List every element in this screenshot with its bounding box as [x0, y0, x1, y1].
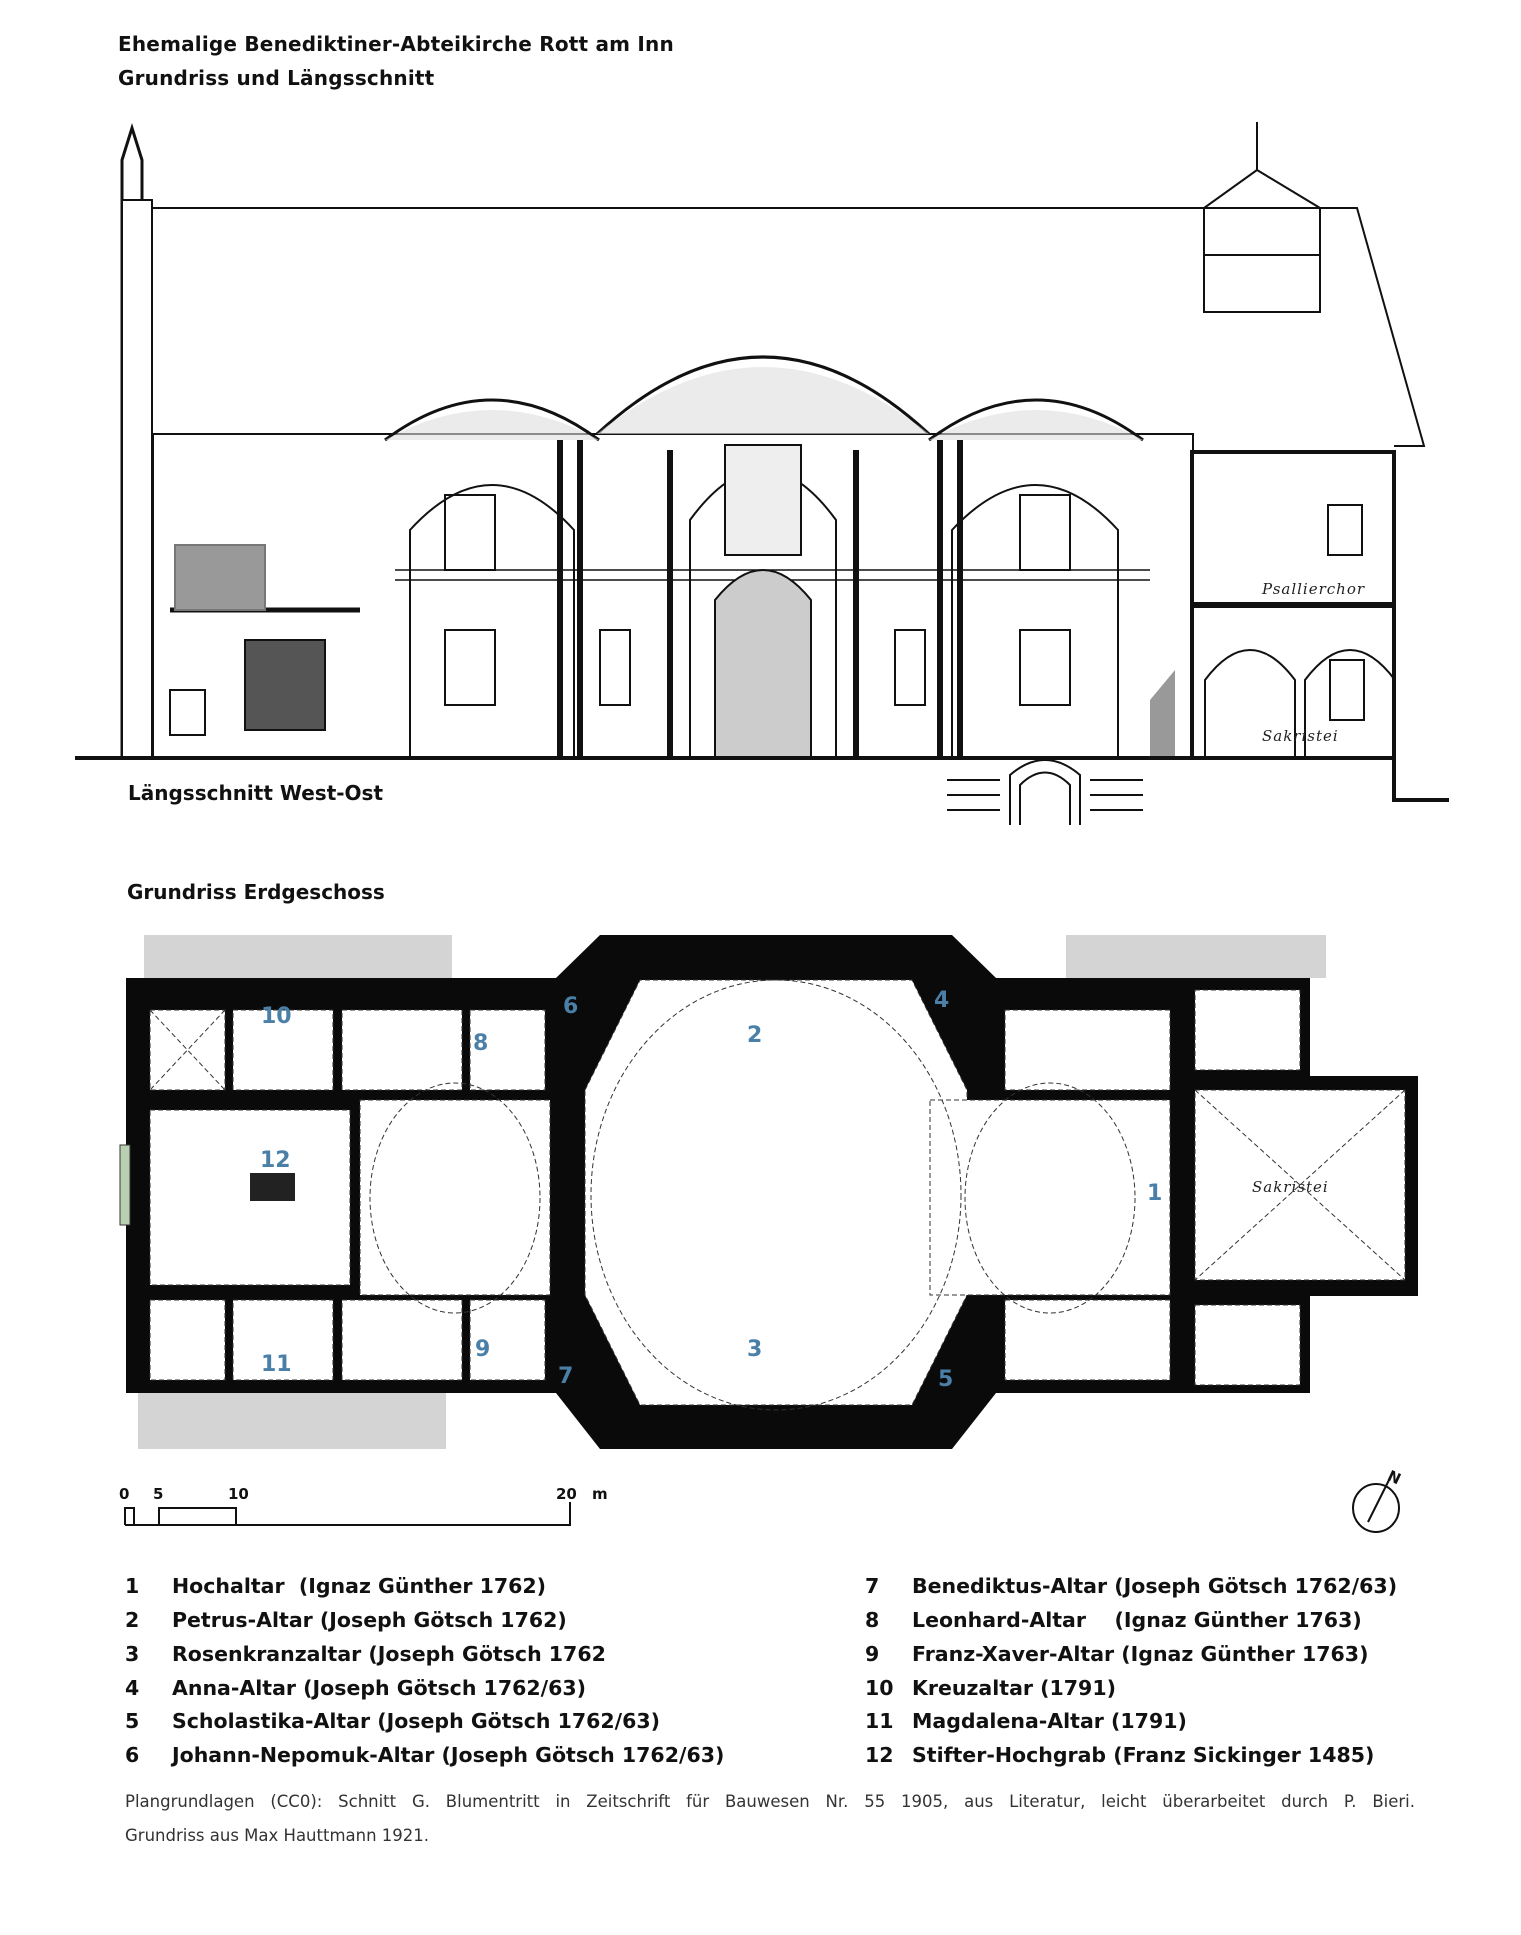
scale-tick-10: 10	[228, 1485, 249, 1503]
marker-8: 8	[473, 1031, 488, 1056]
legend-number: 2	[125, 1608, 140, 1632]
psallierchor-label: Psallierchor	[1261, 580, 1365, 598]
drawing-title: Ehemalige Benediktiner-Abteikirche Rott …	[118, 32, 674, 56]
legend-number: 10	[865, 1676, 894, 1700]
legend-number: 7	[865, 1574, 880, 1598]
longitudinal-section-drawing: Psallierchor Sakristei	[75, 122, 1449, 825]
legend-text: Kreuzaltar (1791)	[912, 1676, 1116, 1700]
marker-11: 11	[261, 1352, 292, 1377]
legend-number: 12	[865, 1743, 894, 1767]
legend-number: 1	[125, 1574, 140, 1598]
legend-text: Magdalena-Altar (1791)	[912, 1709, 1187, 1733]
central-dome	[595, 355, 931, 436]
plan-caption: Grundriss Erdgeschoss	[127, 880, 385, 904]
sakristei-section-label: Sakristei	[1262, 727, 1339, 745]
marker-10: 10	[261, 1004, 292, 1029]
legend-text: Hochaltar (Ignaz Günther 1762)	[172, 1574, 547, 1598]
scale-tick-5: 5	[153, 1485, 163, 1503]
section-caption: Längsschnitt West-Ost	[128, 781, 384, 805]
marker-3: 3	[747, 1337, 762, 1362]
legend-text: Anna-Altar (Joseph Götsch 1762/63)	[172, 1676, 586, 1700]
scale-bar: 0 5 10 20 m	[119, 1485, 608, 1526]
scale-tick-0: 0	[119, 1485, 129, 1503]
legend-text: Scholastika-Altar (Joseph Götsch 1762/63…	[172, 1709, 661, 1733]
marker-5: 5	[938, 1367, 953, 1392]
marker-9: 9	[475, 1337, 490, 1362]
legend-number: 8	[865, 1608, 880, 1632]
marker-12: 12	[260, 1148, 291, 1173]
credits-line-2: Grundriss aus Max Hauttmann 1921.	[125, 1826, 430, 1845]
ground-plan-drawing: 1 2 3 4 5 6 7 8 9 10 11 12 Sakristei 0 5…	[119, 935, 1418, 1533]
legend-text: Franz-Xaver-Altar (Ignaz Günther 1763)	[912, 1642, 1369, 1666]
marker-4: 4	[934, 988, 949, 1013]
marker-1: 1	[1147, 1181, 1162, 1206]
ground-line	[75, 756, 1449, 802]
legend-number: 6	[125, 1743, 140, 1767]
legend-number: 11	[865, 1709, 894, 1733]
roof-turret	[1203, 122, 1321, 313]
legend-number: 3	[125, 1642, 140, 1666]
north-arrow-icon: N	[1352, 1467, 1404, 1533]
legend-text: Benediktus-Altar (Joseph Götsch 1762/63)	[912, 1574, 1398, 1598]
legend-number: 4	[125, 1676, 140, 1700]
legend-text: Rosenkranzaltar (Joseph Götsch 1762	[172, 1642, 606, 1666]
legend-text: Johann-Nepomuk-Altar (Joseph Götsch 1762…	[172, 1743, 725, 1767]
neighbouring-buildings	[138, 935, 1326, 1449]
legend-text: Leonhard-Altar (Ignaz Günther 1763)	[912, 1608, 1362, 1632]
west-tower	[121, 199, 153, 759]
marker-2: 2	[747, 1023, 762, 1048]
marker-7: 7	[558, 1364, 573, 1389]
legend-text: Stifter-Hochgrab (Franz Sickinger 1485)	[912, 1743, 1375, 1767]
roof-outline	[147, 207, 1426, 447]
high-altar	[714, 569, 812, 758]
scale-tick-20: 20	[556, 1485, 577, 1503]
altar-markers: 1 2 3 4 5 6 7 8 9 10 11 12	[260, 988, 1162, 1392]
legend-text: Petrus-Altar (Joseph Götsch 1762)	[172, 1608, 567, 1632]
drawing-subtitle: Grundriss und Längsschnitt	[118, 66, 435, 90]
credits-line-1: Plangrundlagen (CC0): Schnitt G. Blument…	[125, 1792, 1415, 1811]
marker-6: 6	[563, 994, 578, 1019]
legend-number: 9	[865, 1642, 880, 1666]
founder-tomb	[250, 1173, 295, 1201]
crypt-entrance	[947, 759, 1143, 825]
sakristei-plan-label: Sakristei	[1252, 1178, 1329, 1196]
scale-unit: m	[592, 1485, 608, 1503]
legend-number: 5	[125, 1709, 140, 1733]
